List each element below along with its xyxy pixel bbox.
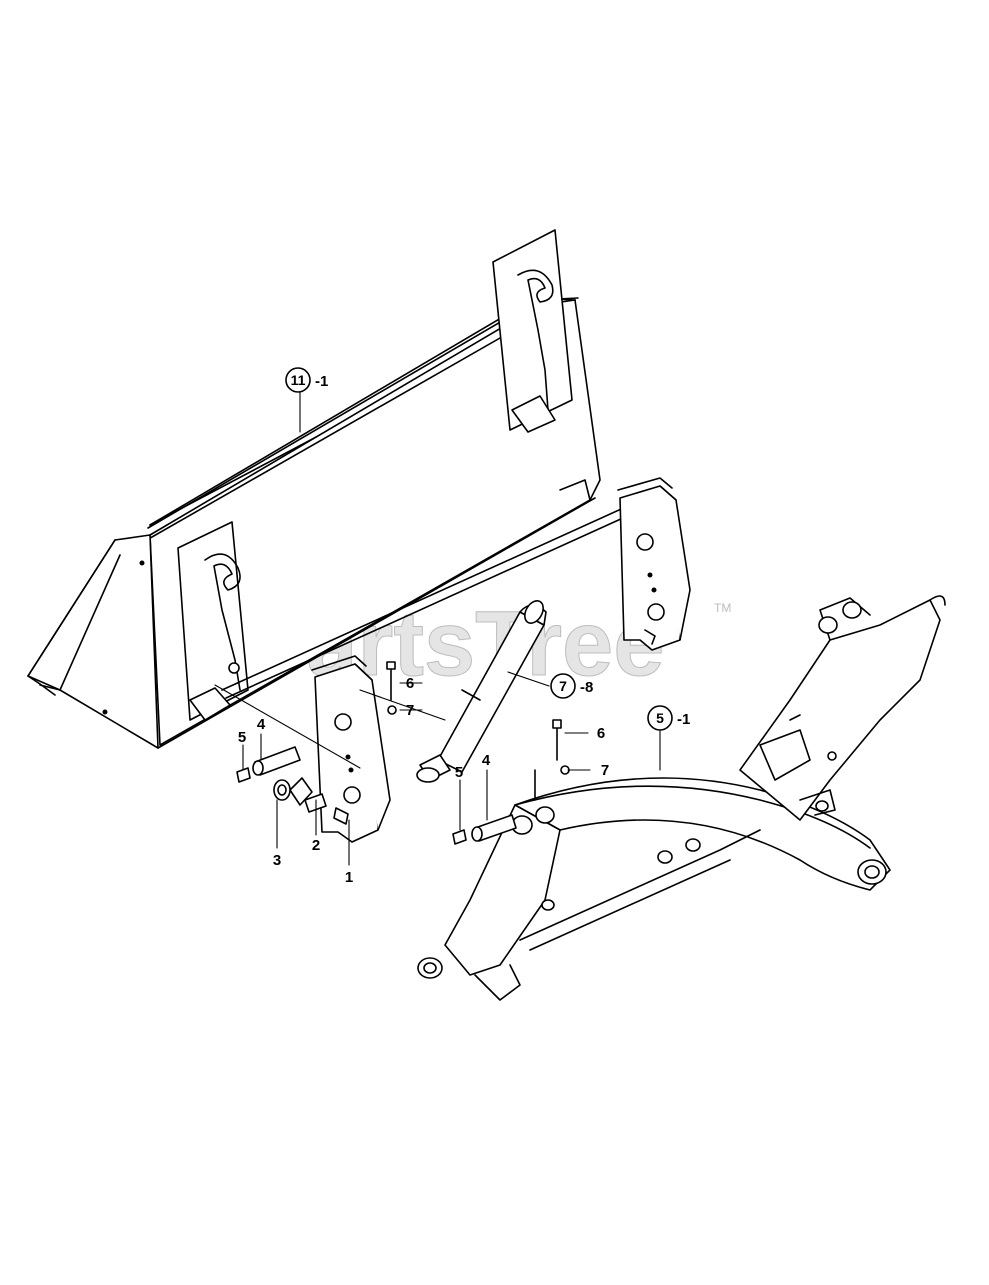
left-nut-part-7	[387, 705, 397, 715]
right-bolt-part-6	[552, 719, 562, 761]
callout-part-7-right: 7	[601, 762, 609, 779]
watermark-trademark: TM	[714, 601, 731, 615]
callout-bucket-circle	[285, 367, 311, 393]
left-bracket-drawing	[311, 655, 391, 843]
callout-part-7-left: 7	[406, 702, 414, 719]
cylinder-drawing	[416, 600, 547, 783]
right-pin-part-4	[471, 814, 517, 842]
callout-bucket: 11 -1	[285, 367, 328, 393]
callout-part-4-right: 4	[482, 752, 491, 769]
left-bolt-part-6	[386, 661, 396, 701]
part-3-drawing	[273, 779, 291, 801]
callout-part-5-right: 5	[455, 764, 463, 781]
callout-frame-number: 5	[656, 710, 664, 726]
callout-part-3: 3	[273, 852, 281, 869]
callout-part-4-left: 4	[257, 716, 266, 733]
callout-cylinder: 7 -8	[550, 673, 593, 699]
callout-frame-circle	[647, 705, 673, 731]
callout-frame-suffix: -1	[677, 711, 690, 728]
callout-part-5-left: 5	[238, 729, 246, 746]
callout-cylinder-suffix: -8	[580, 679, 593, 696]
left-pin-part-4	[252, 746, 301, 776]
callout-frame: 5 -1	[647, 705, 690, 731]
callout-part-1: 1	[345, 869, 353, 886]
bucket-drawing	[27, 229, 635, 749]
loader-frame-drawing	[417, 595, 946, 1001]
callout-cylinder-circle	[550, 673, 576, 699]
callout-cylinder-number: 7	[559, 678, 567, 694]
right-bolt-part-5	[452, 829, 467, 845]
callout-part-2: 2	[312, 837, 320, 854]
left-bolt-part-5	[236, 767, 251, 783]
callout-bucket-suffix: -1	[315, 373, 328, 390]
callout-part-6-left: 6	[406, 675, 414, 692]
callout-part-6-right: 6	[597, 725, 605, 742]
callout-bucket-number: 11	[291, 372, 306, 388]
leader-lines	[214, 391, 661, 866]
right-bracket-drawing	[617, 477, 691, 651]
part-2-drawing	[289, 777, 327, 813]
